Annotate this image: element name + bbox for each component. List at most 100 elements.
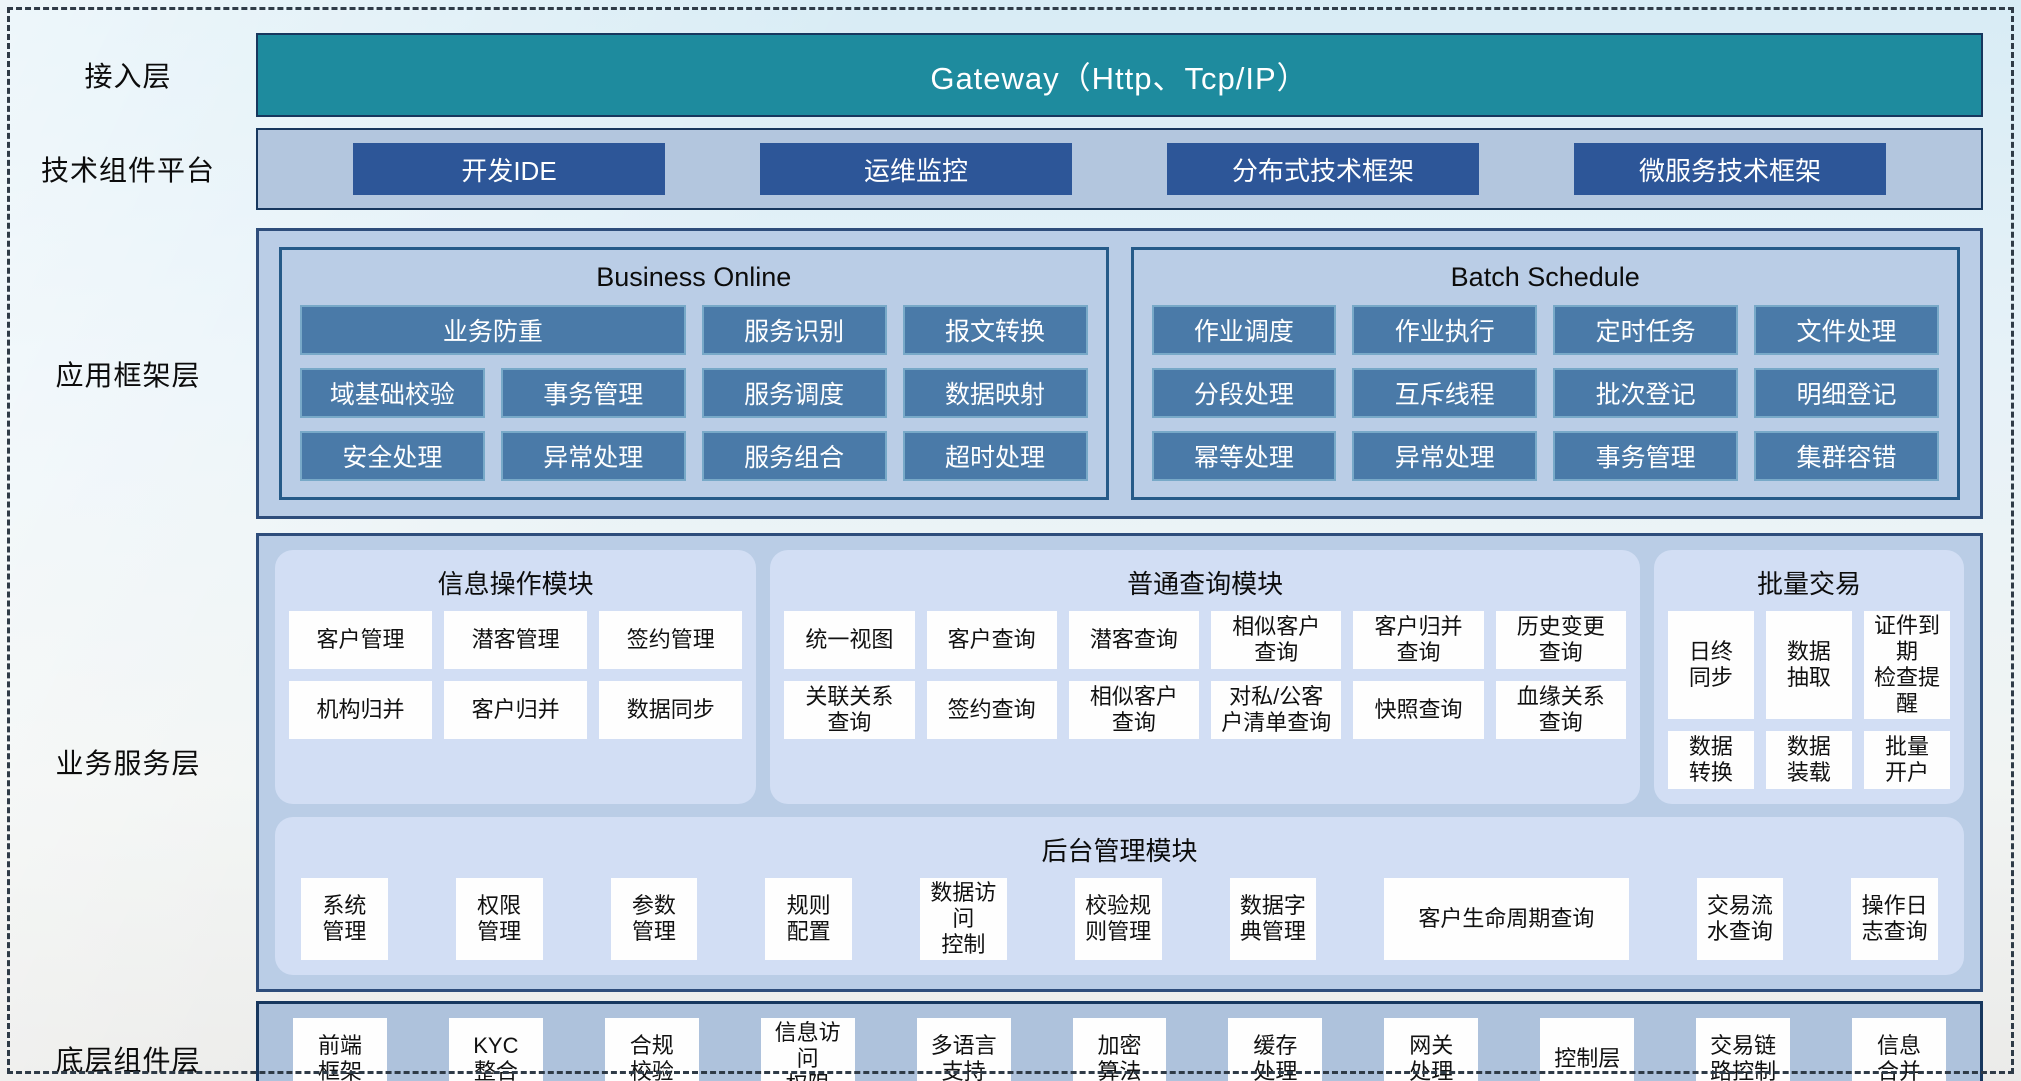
admin-module-grid: 系统管理权限管理参数管理规则配置数据访问控制校验规则管理数据字典管理客户生命周期… (289, 877, 1950, 960)
info-operation-module: 信息操作模块 客户管理潜客管理签约管理机构归并客户归并数据同步 (275, 550, 757, 804)
base-component-block: 信息合并 (1852, 1017, 1946, 1081)
base-component-block: 控制层 (1540, 1017, 1635, 1081)
gateway-bar: Gateway（Http、Tcp/IP） (256, 33, 1983, 117)
admin-module: 后台管理模块 系统管理权限管理参数管理规则配置数据访问控制校验规则管理数据字典管… (275, 816, 1964, 975)
business-online-block: 域基础校验 (300, 368, 485, 418)
query-module-block: 潜客查询 (1068, 611, 1200, 669)
base-components-panel: 前端框架KYC整合合规校验信息访问权限多语言支持加密算法缓存处理网关处理控制层交… (256, 1000, 1983, 1081)
layer-label-tech-platform: 技术组件平台 (40, 155, 215, 186)
info-operation-block: 签约管理 (599, 611, 743, 669)
batch-schedule-grid: 作业调度作业执行定时任务文件处理分段处理互斥线程批次登记明细登记幂等处理异常处理… (1151, 305, 1939, 481)
query-module-block: 客户查询 (926, 611, 1057, 669)
batch-trade-block: 数据转换 (1667, 730, 1754, 789)
business-service-panel: 信息操作模块 客户管理潜客管理签约管理机构归并客户归并数据同步 普通查询模块 统… (256, 533, 1983, 992)
tech-platform-row: 技术组件平台 开发IDE 运维监控 分布式技术框架 微服务技术框架 (0, 128, 2021, 210)
info-operation-block: 潜客管理 (444, 611, 588, 669)
query-module-block: 历史变更查询 (1495, 611, 1626, 669)
base-component-block: 合规校验 (604, 1017, 699, 1081)
query-module-block: 快照查询 (1353, 681, 1484, 739)
query-module-block: 血缘关系查询 (1495, 681, 1626, 739)
admin-module-block: 客户生命周期查询 (1384, 877, 1629, 960)
admin-module-block: 参数管理 (610, 877, 698, 960)
query-module-block: 相似客户查询 (1068, 681, 1200, 739)
admin-module-block: 交易流水查询 (1696, 877, 1784, 960)
admin-module-block: 权限管理 (455, 877, 543, 960)
batch-trade-grid: 日终同步数据抽取证件到期检查提醒数据转换数据装载批量开户 (1667, 611, 1950, 789)
business-online-block: 超时处理 (902, 431, 1088, 481)
business-online-grid: 业务防重服务识别报文转换域基础校验事务管理服务调度数据映射安全处理异常处理服务组… (300, 305, 1088, 481)
batch-schedule-block: 作业调度 (1151, 305, 1337, 355)
query-module-title: 普通查询模块 (1127, 569, 1284, 599)
batch-trade-module: 批量交易 日终同步数据抽取证件到期检查提醒数据转换数据装载批量开户 (1653, 550, 1964, 804)
base-component-block: 交易链路控制 (1696, 1017, 1791, 1081)
layer-label-access: 接入层 (84, 61, 172, 92)
layer-label-app-framework: 应用框架层 (55, 359, 201, 391)
info-operation-block: 数据同步 (599, 681, 743, 739)
query-module: 普通查询模块 统一视图客户查询潜客查询相似客户查询客户归并查询历史变更查询关联关… (770, 550, 1640, 804)
base-components-row: 底层组件层 前端框架KYC整合合规校验信息访问权限多语言支持加密算法缓存处理网关… (0, 1000, 2021, 1081)
business-online-block: 服务调度 (701, 368, 887, 418)
app-framework-row: 应用框架层 Business Online 业务防重服务识别报文转换域基础校验事… (0, 228, 2021, 519)
base-component-block: 信息访问权限 (760, 1017, 855, 1081)
batch-schedule-block: 定时任务 (1553, 305, 1739, 355)
batch-trade-block: 批量开户 (1863, 730, 1950, 789)
batch-schedule-block: 集群容错 (1754, 431, 1939, 481)
app-framework-panel: Business Online 业务防重服务识别报文转换域基础校验事务管理服务调… (256, 228, 1983, 519)
batch-schedule-block: 批次登记 (1553, 368, 1739, 418)
batch-schedule-title: Batch Schedule (1450, 262, 1640, 292)
batch-trade-block: 数据装载 (1765, 730, 1852, 789)
admin-module-block: 校验规则管理 (1074, 877, 1162, 960)
tech-platform-block: 开发IDE (353, 143, 665, 195)
batch-schedule-block: 分段处理 (1151, 368, 1337, 418)
tech-platform-block: 分布式技术框架 (1167, 143, 1479, 195)
tech-platform-block: 运维监控 (760, 143, 1072, 195)
batch-schedule-block: 文件处理 (1754, 305, 1939, 355)
tech-platform-block: 微服务技术框架 (1574, 143, 1886, 195)
batch-schedule-block: 异常处理 (1352, 431, 1538, 481)
query-module-block: 签约查询 (926, 681, 1057, 739)
info-operation-grid: 客户管理潜客管理签约管理机构归并客户归并数据同步 (289, 611, 743, 739)
query-module-grid: 统一视图客户查询潜客查询相似客户查询客户归并查询历史变更查询关联关系查询签约查询… (784, 611, 1626, 739)
business-online-block: 业务防重 (300, 305, 686, 355)
query-module-block: 客户归并查询 (1353, 611, 1484, 669)
batch-schedule-block: 互斥线程 (1352, 368, 1538, 418)
base-component-block: 前端框架 (293, 1017, 387, 1081)
batch-schedule-block: 事务管理 (1553, 431, 1739, 481)
query-module-block: 相似客户查询 (1211, 611, 1342, 669)
info-operation-block: 机构归并 (289, 681, 433, 739)
business-online-block: 事务管理 (500, 368, 686, 418)
business-online-block: 安全处理 (300, 431, 485, 481)
base-component-block: 多语言支持 (916, 1017, 1011, 1081)
admin-module-block: 系统管理 (301, 877, 388, 960)
batch-trade-block: 日终同步 (1667, 611, 1754, 719)
info-operation-block: 客户管理 (289, 611, 433, 669)
batch-schedule-block: 明细登记 (1754, 368, 1939, 418)
business-online-block: 报文转换 (902, 305, 1088, 355)
batch-trade-block: 证件到期检查提醒 (1863, 611, 1950, 719)
query-module-block: 统一视图 (784, 611, 915, 669)
batch-schedule-box: Batch Schedule 作业调度作业执行定时任务文件处理分段处理互斥线程批… (1130, 247, 1960, 500)
batch-trade-block: 数据抽取 (1765, 611, 1852, 719)
tech-platform-panel: 开发IDE 运维监控 分布式技术框架 微服务技术框架 (256, 128, 1983, 210)
batch-trade-title: 批量交易 (1756, 569, 1861, 599)
info-operation-title: 信息操作模块 (437, 569, 594, 599)
query-module-block: 关联关系查询 (784, 681, 915, 739)
query-module-block: 对私/公客户清单查询 (1211, 681, 1342, 739)
batch-schedule-block: 作业执行 (1352, 305, 1538, 355)
admin-module-block: 数据字典管理 (1229, 877, 1317, 960)
business-online-block: 数据映射 (902, 368, 1088, 418)
admin-module-block: 操作日志查询 (1851, 877, 1938, 960)
info-operation-block: 客户归并 (444, 681, 588, 739)
layer-label-business-service: 业务服务层 (55, 748, 201, 780)
admin-module-title: 后台管理模块 (1041, 835, 1198, 866)
base-component-block: 缓存处理 (1228, 1017, 1323, 1081)
batch-schedule-block: 幂等处理 (1151, 431, 1337, 481)
admin-module-block: 数据访问控制 (920, 877, 1007, 960)
access-layer-row: 接入层 Gateway（Http、Tcp/IP） (0, 33, 2021, 117)
business-online-block: 异常处理 (500, 431, 686, 481)
layer-label-base-components: 底层组件层 (55, 1044, 201, 1076)
business-online-block: 服务组合 (701, 431, 887, 481)
base-component-block: 加密算法 (1072, 1017, 1167, 1081)
